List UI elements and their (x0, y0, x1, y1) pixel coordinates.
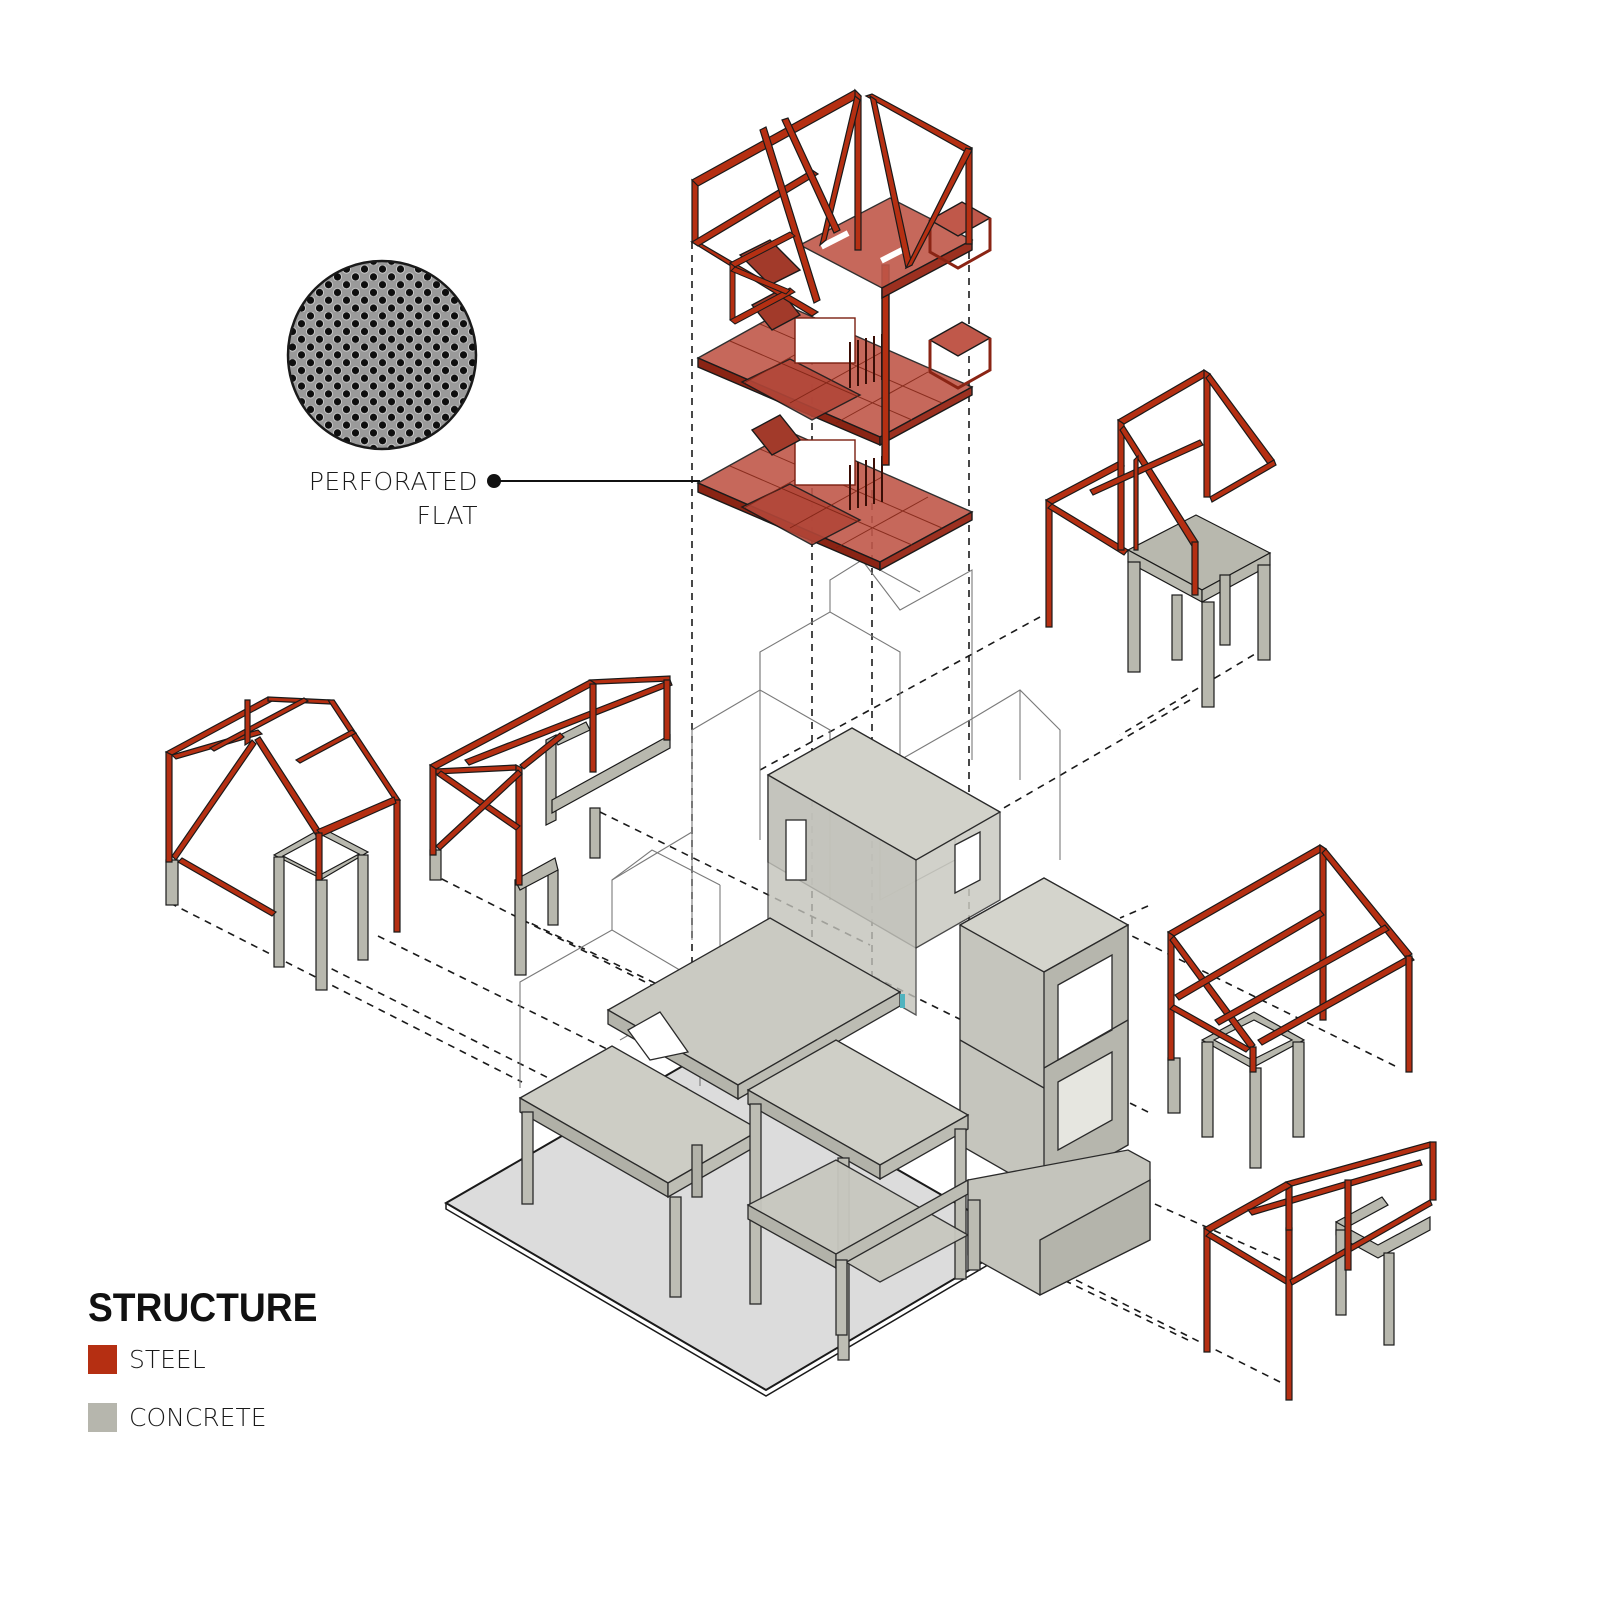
concrete-swatch-icon (88, 1402, 117, 1432)
legend-title: STRUCTURE (88, 1286, 318, 1330)
legend-item-label: CONCRETE (129, 1402, 267, 1432)
gable-frame-left-2 (428, 675, 673, 976)
callout-label-line1: PERFORATED (308, 467, 478, 496)
legend-item-label: STEEL (129, 1344, 206, 1374)
legend-item-concrete: CONCRETE (88, 1401, 335, 1433)
steel-stair-tower (689, 88, 992, 572)
steel-swatch-icon (88, 1344, 117, 1374)
concrete-core (518, 727, 1151, 1361)
gable-frame-right-bottom (1202, 1141, 1437, 1401)
gable-frame-right-mid (1166, 843, 1415, 1169)
legend: STRUCTURE STEEL CONCRETE (88, 1286, 335, 1459)
legend-item-steel: STEEL (88, 1343, 335, 1375)
perforated-flat-callout (286, 259, 700, 488)
callout-label: PERFORATED FLAT (296, 465, 478, 533)
callout-label-line2: FLAT (416, 501, 478, 530)
gable-frame-left-1 (164, 696, 402, 991)
gable-frame-right-top (1044, 368, 1277, 708)
perforated-metal-pattern-icon (286, 259, 478, 451)
